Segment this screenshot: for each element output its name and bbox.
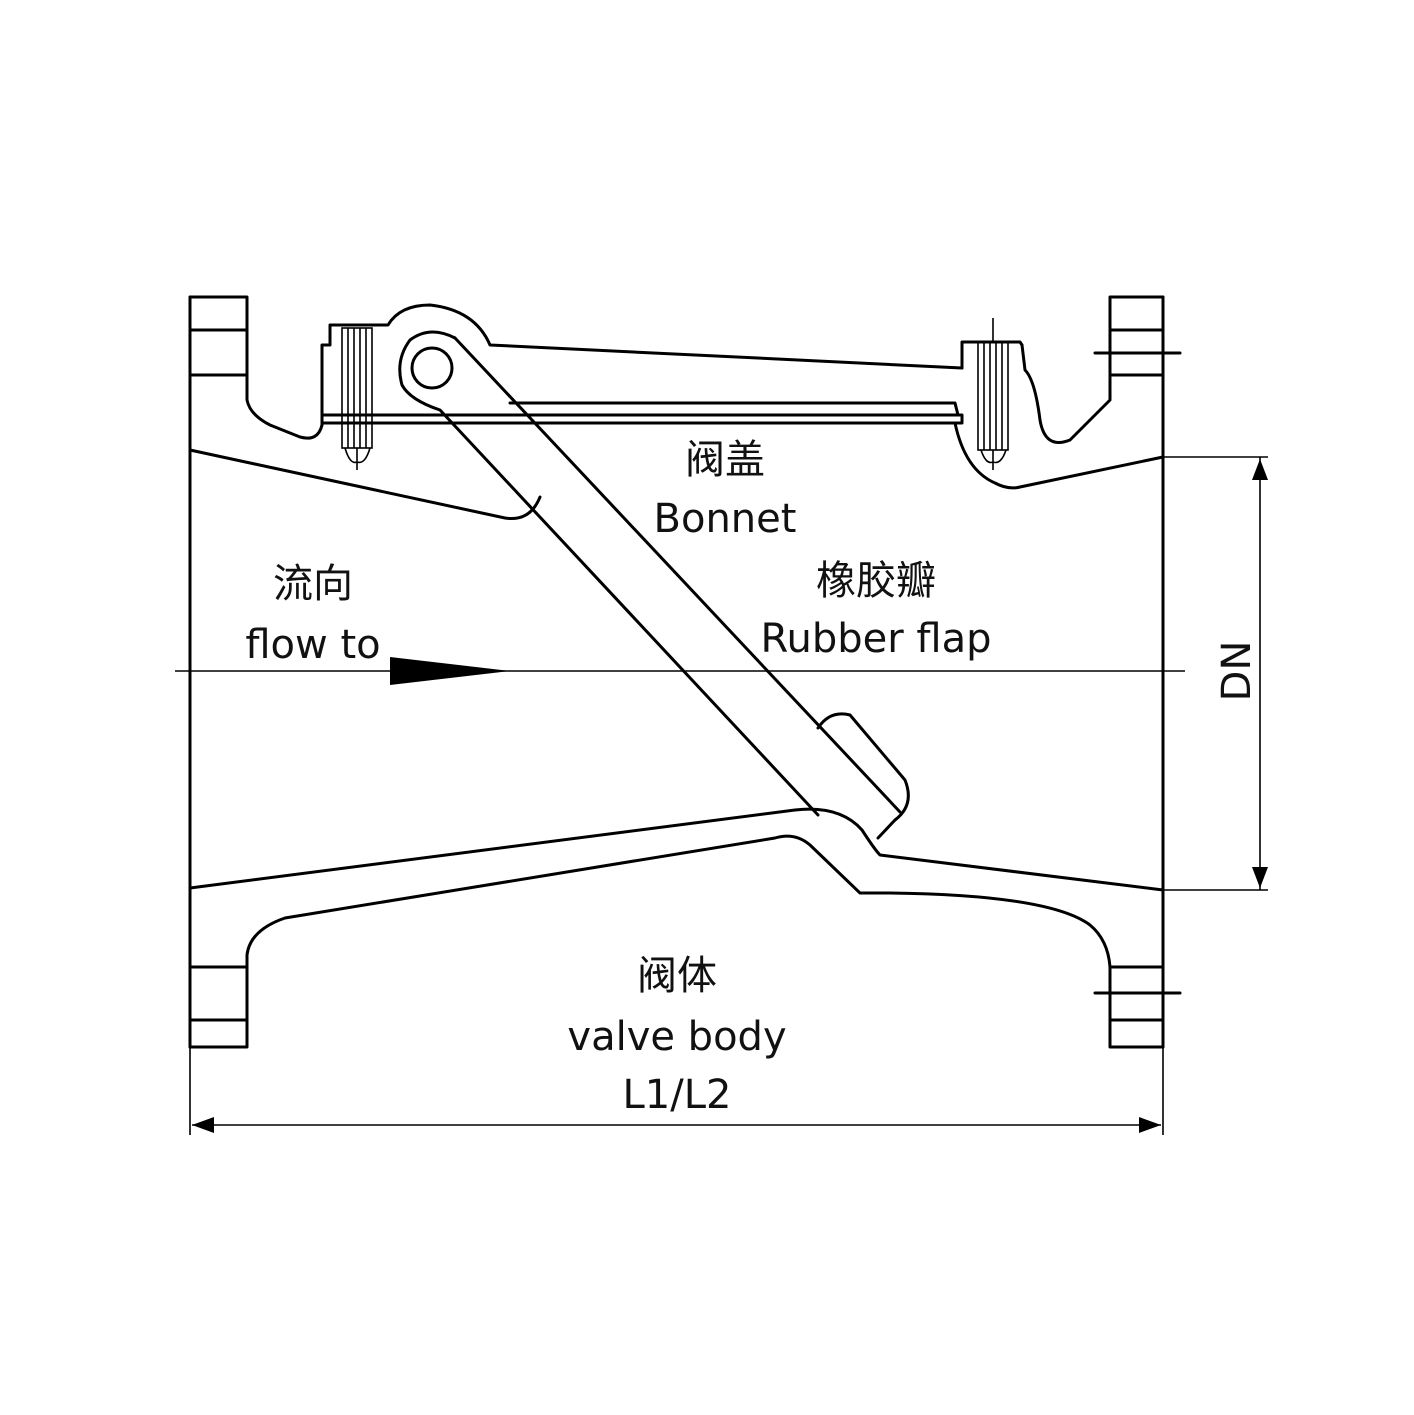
right-bolt	[977, 318, 1009, 470]
body-label-cn: 阀体	[637, 953, 717, 999]
bonnet-label-cn: 阀盖	[685, 437, 765, 483]
rubber-flap	[398, 330, 910, 840]
bonnet-label-en: Bonnet	[654, 496, 797, 542]
flow-arrow-icon	[390, 657, 510, 685]
flap-label-cn: 橡胶瓣	[816, 558, 936, 604]
length-dimension	[189, 1047, 1164, 1135]
bonnet	[320, 303, 1165, 490]
length-label: L1/L2	[623, 1072, 732, 1118]
body-label-en: valve body	[567, 1014, 786, 1060]
dn-label: DN	[1214, 641, 1260, 702]
right-flange	[1020, 295, 1182, 1049]
flow-label-en: flow to	[245, 622, 380, 668]
flap-label-en: Rubber flap	[761, 616, 992, 662]
left-bolt	[341, 327, 373, 470]
left-flange	[188, 295, 324, 1049]
flow-label-cn: 流向	[273, 561, 353, 607]
dn-dimension: DN	[1163, 456, 1268, 891]
